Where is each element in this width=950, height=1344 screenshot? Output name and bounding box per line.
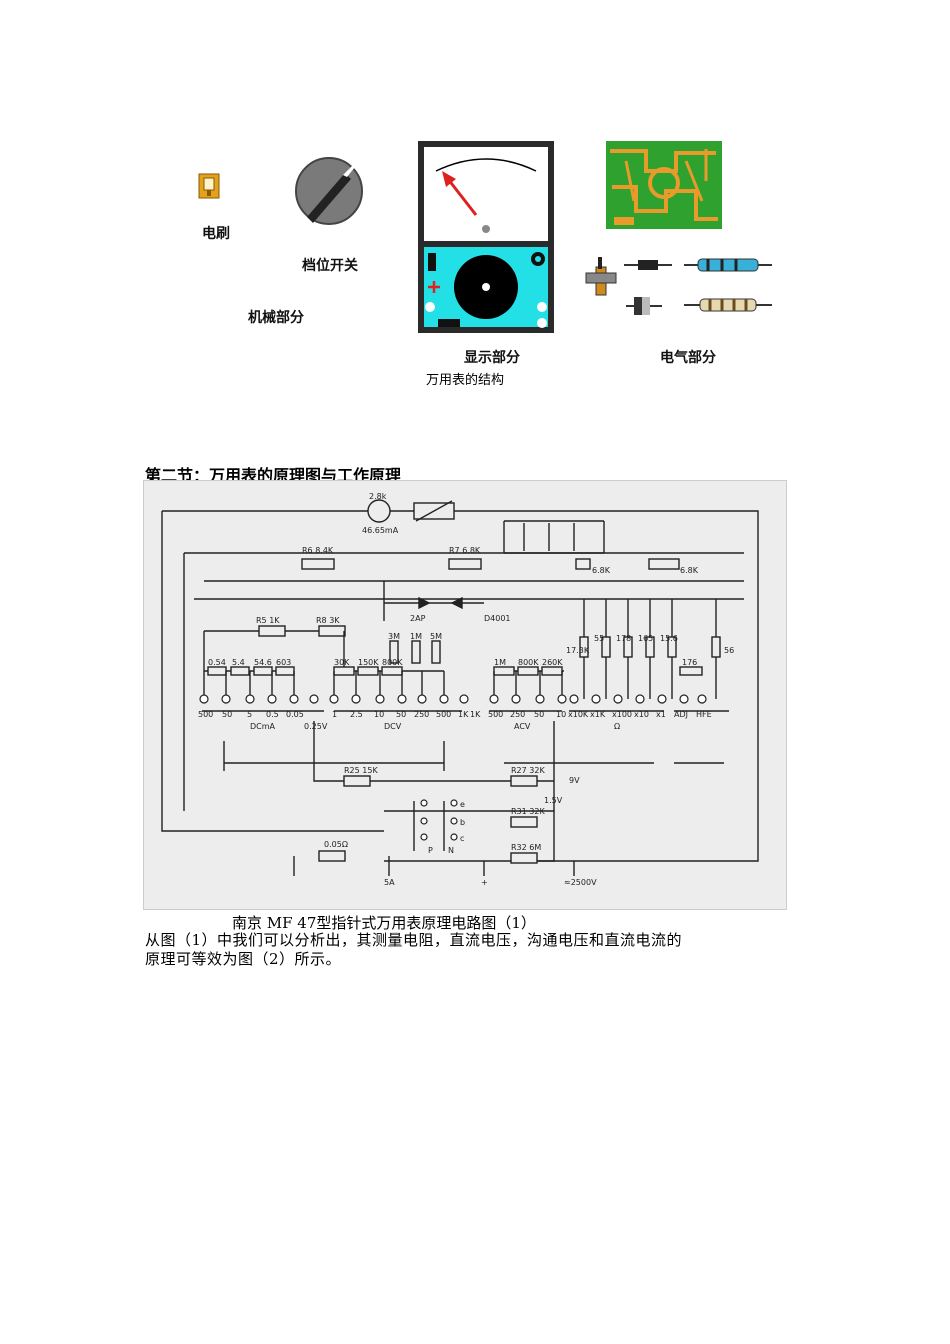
- range-dcma-0-05: 0.05: [286, 710, 304, 719]
- label-2-8k: 2.8k: [369, 492, 387, 501]
- range-acv-1k: 1K: [470, 710, 481, 719]
- label-e: e: [460, 800, 465, 809]
- label-r27: R27 32K: [511, 766, 545, 775]
- schematic-caption: 南京 MF 47型指针式万用表原理电路图（1）: [232, 914, 536, 932]
- dcv-r11: 800K: [382, 658, 403, 667]
- range-dcma-5: 5: [247, 710, 252, 719]
- range-ohm-x1: x1: [656, 710, 666, 719]
- dcma-r4: 603: [276, 658, 291, 667]
- range-dcv-1k: 1K: [458, 710, 469, 719]
- ohm-r22: 15.6: [660, 634, 678, 643]
- range-dcv-500: 500: [436, 710, 451, 719]
- range-dcv-10: 10: [374, 710, 384, 719]
- display-label: 显示部分: [464, 350, 520, 366]
- mechanical-label: 机械部分: [248, 310, 304, 326]
- label-r6: R6 8.4K: [302, 546, 334, 555]
- label-5a: 5A: [384, 878, 395, 887]
- range-dcv-50: 50: [396, 710, 406, 719]
- ohm-r19: 55: [594, 634, 604, 643]
- components-icon: [585, 257, 772, 315]
- ohm-r20: 178: [616, 634, 631, 643]
- label-r31: R31 32K: [511, 807, 545, 816]
- dcv-r13: 1M: [410, 632, 422, 641]
- group-ohm: Ω: [614, 722, 620, 731]
- range-dcv-250: 250: [414, 710, 429, 719]
- acv-r16: 800K: [518, 658, 539, 667]
- acv-r17: 260K: [542, 658, 563, 667]
- label-0-05ohm: 0.05Ω: [324, 840, 348, 849]
- label-46-65ma: 46.65mA: [362, 526, 399, 535]
- range-adj: ADJ: [674, 710, 688, 719]
- range-ohm-x10: x10: [634, 710, 649, 719]
- range-acv-250: 250: [510, 710, 525, 719]
- label-r5: R5 1K: [256, 616, 280, 625]
- label-r25: R25 15K: [344, 766, 378, 775]
- ohm-r24: 56: [724, 646, 734, 655]
- range-dcv-1: 1: [332, 710, 337, 719]
- range-acv-50: 50: [534, 710, 544, 719]
- paragraph-line-1: 从图（1）中我们可以分析出，其测量电阻，直流电压，沟通电压和直流电流的: [145, 931, 683, 949]
- range-acv-10: 10: [556, 710, 566, 719]
- range-ohm-x1k: x1K: [590, 710, 606, 719]
- range-dcma-500: 500: [198, 710, 213, 719]
- label-1-5v: 1.5V: [544, 796, 563, 805]
- range-hfe: HFE: [696, 710, 712, 719]
- range-acv-500: 500: [488, 710, 503, 719]
- label-r32: R32 6M: [511, 843, 541, 852]
- label-c: c: [460, 834, 464, 843]
- acv-r15: 1M: [494, 658, 506, 667]
- range-dcv-2-5: 2.5: [350, 710, 363, 719]
- label-b: b: [460, 818, 465, 827]
- ohm-r18: 17.3K: [566, 646, 590, 655]
- switch-label: 档位开关: [302, 258, 358, 274]
- label-r8: R8 3K: [316, 616, 340, 625]
- meter-display-icon: [418, 141, 554, 333]
- dcv-r9: 30K: [334, 658, 350, 667]
- label-2500v: ≈2500V: [564, 878, 597, 887]
- dcma-r1: 0.54: [208, 658, 226, 667]
- schematic-svg: 2.8k 46.65mA 6.8K 6.8K 2AP D4001 R6 8.4K…: [161, 492, 759, 887]
- range-ohm-x10k: x10K: [568, 710, 589, 719]
- group-dcv: DCV: [384, 722, 402, 731]
- selector-switch-icon: [295, 157, 363, 225]
- ohm-r23: 176: [682, 658, 697, 667]
- group-dcma: DCmA: [250, 722, 276, 731]
- label-p: P: [428, 846, 433, 855]
- range-dcma-0-5: 0.5: [266, 710, 279, 719]
- label-9v: 9V: [569, 776, 580, 785]
- brush-label: 电刷: [202, 226, 230, 242]
- dcma-r3: 54.6: [254, 658, 272, 667]
- label-6-8k-b: 6.8K: [680, 566, 699, 575]
- label-6-8k-a: 6.8K: [592, 566, 611, 575]
- electrical-label: 电气部分: [660, 350, 716, 366]
- dcv-r14: 5M: [430, 632, 442, 641]
- circuit-schematic: 2.8k 46.65mA 6.8K 6.8K 2AP D4001 R6 8.4K…: [143, 480, 787, 910]
- structure-figure: 电刷 档位开关 机械部分 显示部分: [150, 135, 800, 388]
- label-n: N: [448, 846, 454, 855]
- group-0-25v: 0.25V: [304, 722, 328, 731]
- label-d4001: D4001: [484, 614, 511, 623]
- group-acv: ACV: [514, 722, 531, 731]
- dcma-r2: 5.4: [232, 658, 245, 667]
- label-2ap: 2AP: [410, 614, 426, 623]
- brush-icon: [198, 173, 220, 199]
- range-ohm-x100: x100: [612, 710, 632, 719]
- label-r7: R7 6.8K: [449, 546, 481, 555]
- range-dcma-50: 50: [222, 710, 232, 719]
- ohm-r21: 165: [638, 634, 653, 643]
- label-plus: +: [481, 878, 488, 887]
- dcv-r10: 150K: [358, 658, 379, 667]
- paragraph-line-2: 原理可等效为图（2）所示。: [145, 950, 342, 968]
- pcb-icon: [606, 141, 722, 229]
- structure-caption: 万用表的结构: [426, 373, 505, 388]
- dcv-r12: 3M: [388, 632, 400, 641]
